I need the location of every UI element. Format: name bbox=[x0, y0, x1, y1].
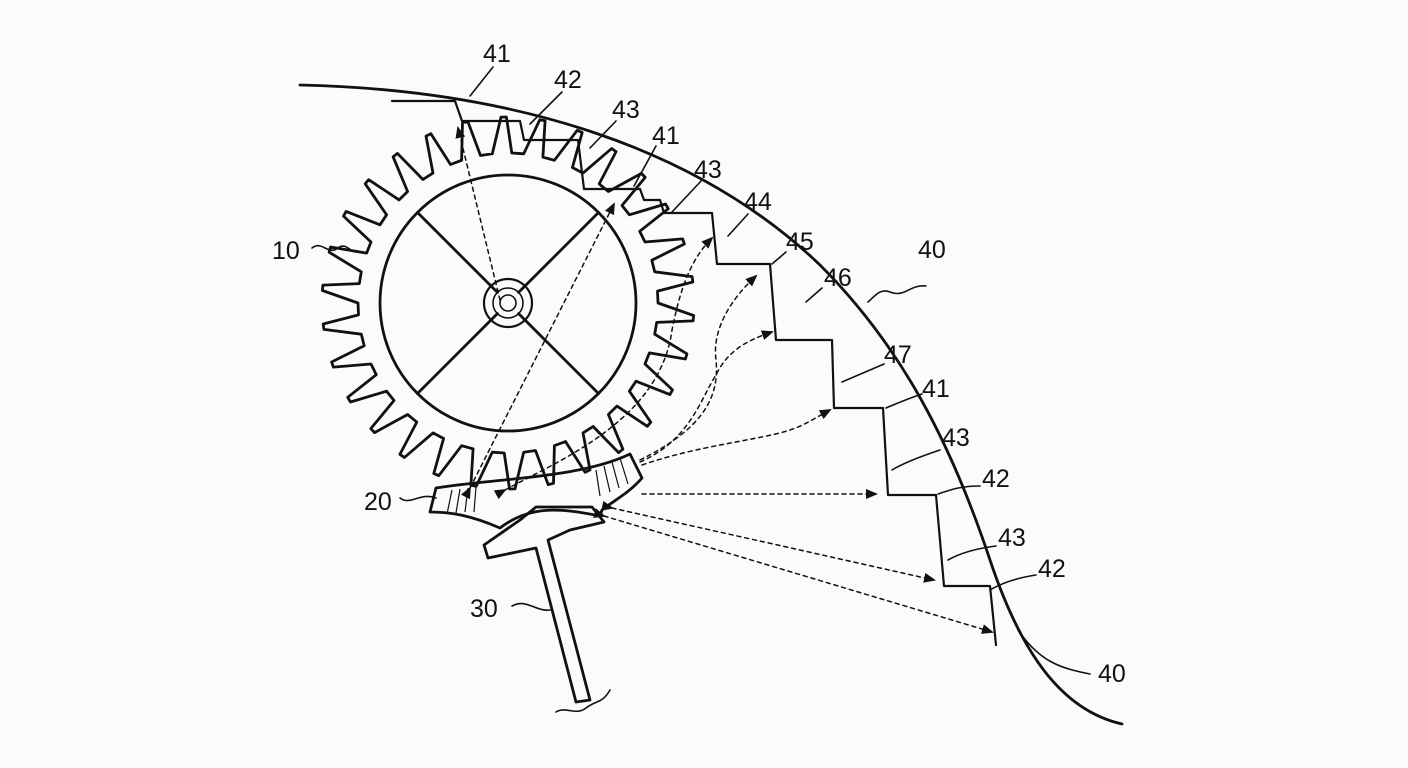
label-seq-14: 42 bbox=[1038, 555, 1066, 583]
motion-arrows bbox=[455, 126, 994, 634]
label-seq-7: 45 bbox=[786, 228, 814, 256]
label-seq-2: 42 bbox=[554, 66, 582, 94]
label-profile: 40 bbox=[918, 236, 946, 264]
label-lever: 30 bbox=[470, 595, 498, 623]
label-gear: 10 bbox=[272, 237, 300, 265]
profile-curve bbox=[298, 83, 1124, 726]
label-seq-3: 43 bbox=[612, 96, 640, 124]
label-seq-11: 43 bbox=[942, 424, 970, 452]
labels: 10 20 30 40 40 41 42 43 41 43 44 45 46 4… bbox=[272, 40, 1126, 688]
label-seq-9: 47 bbox=[884, 341, 912, 369]
gear-teeth bbox=[321, 115, 695, 491]
leader-lines bbox=[311, 66, 1091, 675]
gear-hub bbox=[482, 277, 534, 329]
label-profile-end: 40 bbox=[1098, 660, 1126, 688]
label-seq-4: 41 bbox=[652, 122, 680, 150]
pallet-fork bbox=[428, 452, 644, 530]
escape-wheel bbox=[321, 115, 695, 491]
label-seq-8: 46 bbox=[824, 264, 852, 292]
gear-arbor bbox=[499, 294, 517, 312]
lever-arm bbox=[482, 505, 611, 713]
label-pallet: 20 bbox=[364, 488, 392, 516]
label-seq-13: 43 bbox=[998, 524, 1026, 552]
label-seq-5: 43 bbox=[694, 156, 722, 184]
label-seq-1: 41 bbox=[483, 40, 511, 68]
label-seq-10: 41 bbox=[922, 375, 950, 403]
label-seq-6: 44 bbox=[744, 188, 772, 216]
label-seq-12: 42 bbox=[982, 465, 1010, 493]
staircase-profile bbox=[390, 99, 998, 647]
